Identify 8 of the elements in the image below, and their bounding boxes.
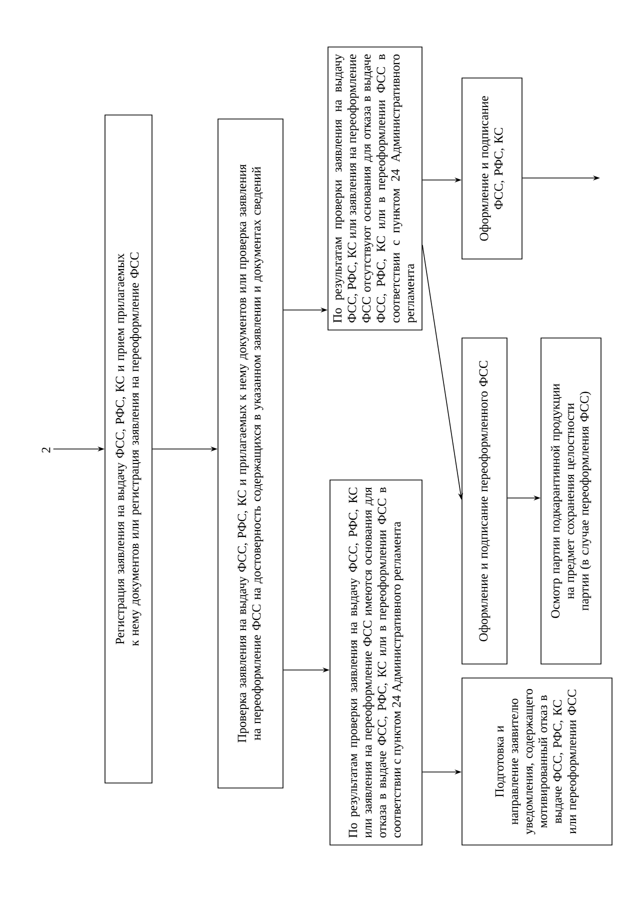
process-box: Оформление и подписание ФСС, РФС, КС bbox=[462, 78, 522, 260]
process-box: Проверка заявления на выдачу ФСС, РФС, КС и прилагаемых к нему документов или проверка заявления на переоформление ФСС на достоверность содержащихся в указанном заявлении и документах сведений bbox=[218, 118, 284, 788]
process-box: По результатам проверки заявления на выдачу ФСС, РФС, КС или заявления на переоформление ФСС имеются основания для отказа в выдаче ФСС, РФС, КС или в переоформлении ФСС в соответствии с пунктом 24 Административного регламента bbox=[330, 480, 422, 846]
step-number: 2 bbox=[42, 448, 50, 453]
process-box: Оформление и подписание переоформленного ФСС bbox=[462, 338, 508, 664]
process-box: Подготовка и направление заявителю уведомления, содержащего мотивированный отказ в выдаче ФСС, РФС, КС или переоформлении ФСС bbox=[462, 678, 612, 846]
process-box: Регистрация заявления на выдачу ФСС, РФС, КС и прием прилагаемых к нему документов или регистрация заявления на переоформление ФСС bbox=[104, 114, 152, 784]
process-box: Осмотр партии подкарантинной продукции на предмет сохранения целостности партии (в случае переоформления ФСС) bbox=[540, 338, 602, 664]
